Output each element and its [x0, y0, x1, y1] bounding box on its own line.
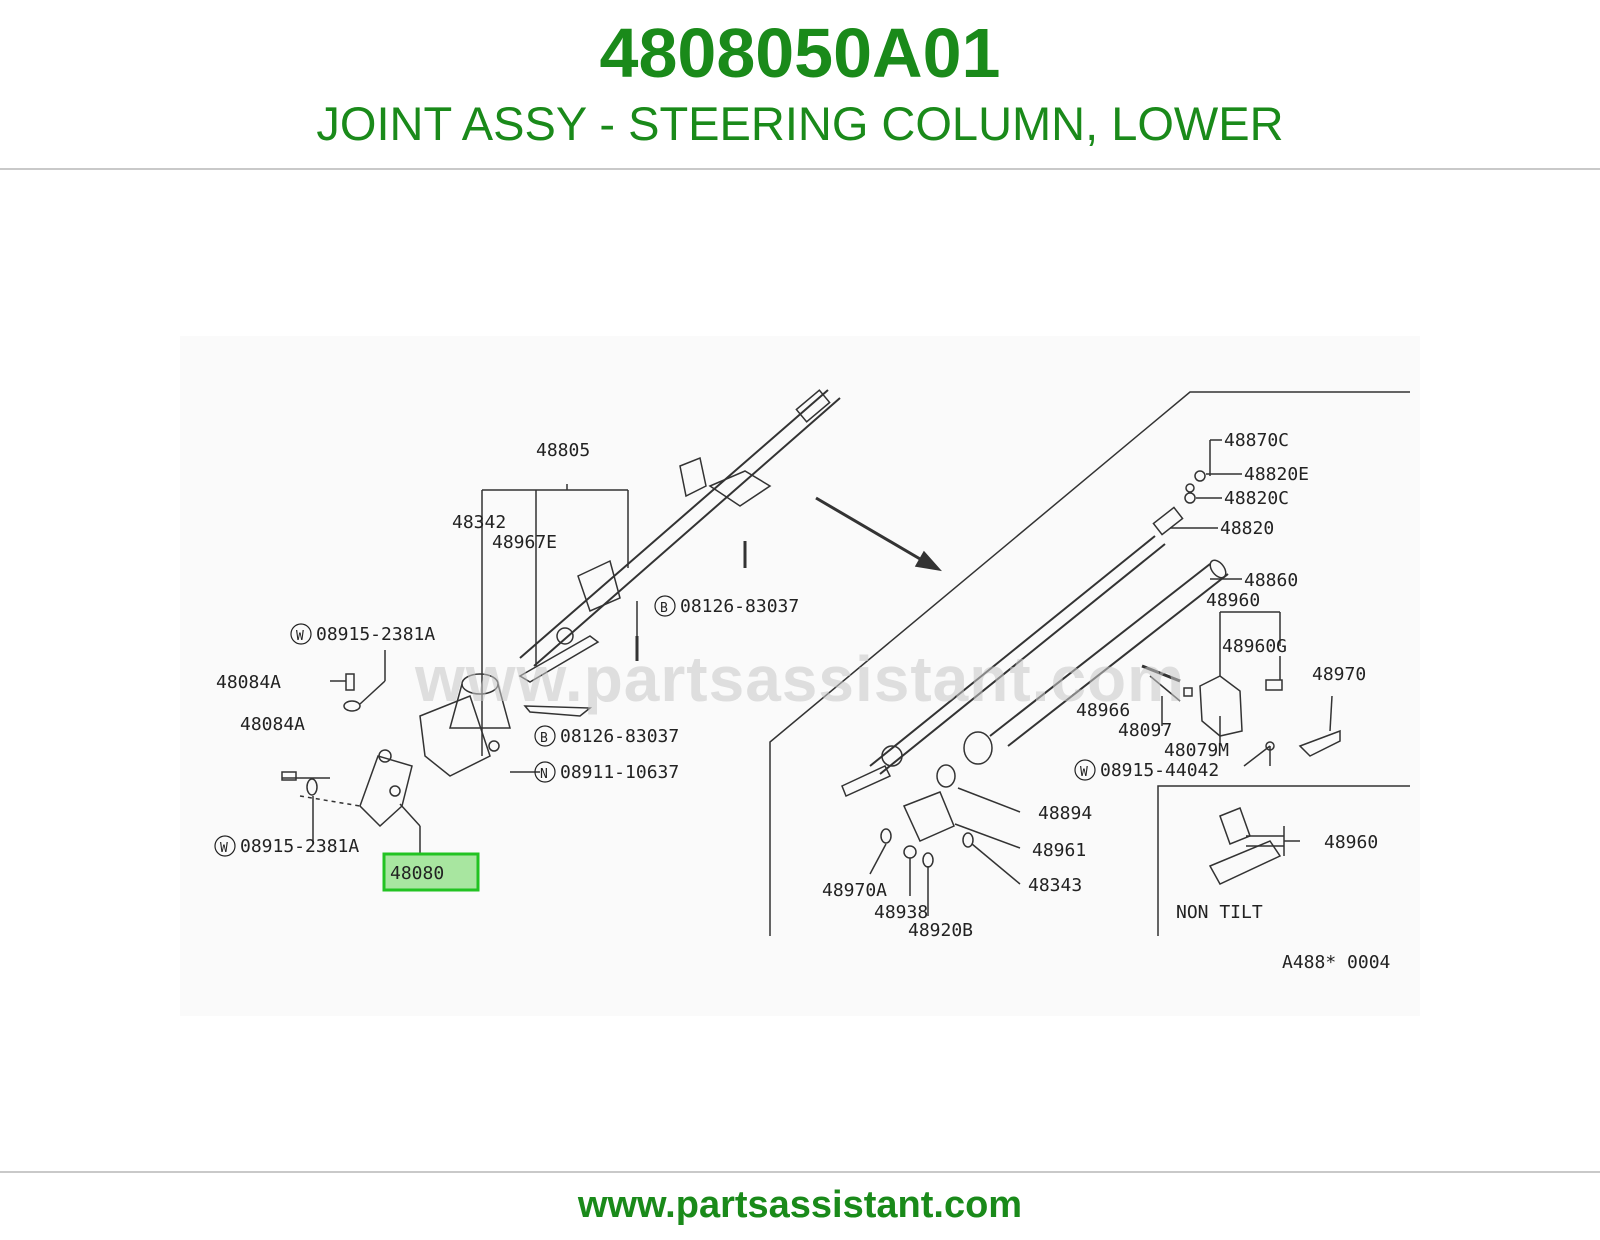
diagram-linework [281, 389, 1410, 936]
label-48860[interactable]: 48860 [1244, 570, 1298, 591]
bolt-48084A-top [345, 673, 355, 691]
non-tilt-panel-border [1157, 785, 1410, 936]
label-08126-83037-top[interactable]: 08126-83037 [680, 596, 799, 617]
label-48820E[interactable]: 48820E [1244, 464, 1309, 485]
bracket-48961 [902, 791, 955, 842]
label-48894[interactable]: 48894 [1038, 803, 1092, 824]
label-08915-2381A-top[interactable]: 08915-2381A [316, 624, 435, 645]
shaft-fork [841, 765, 892, 798]
washer-w-prefix: W [220, 841, 228, 856]
prefix-circle [214, 835, 236, 857]
label-48097[interactable]: 48097 [1118, 720, 1172, 741]
drawing-code: A488* 0004 [1282, 952, 1390, 973]
nut-48970A [880, 828, 892, 844]
diagram-background [180, 336, 1420, 1016]
label-48084A-bottom[interactable]: 48084A [240, 714, 305, 735]
prefix-circle [1074, 759, 1096, 781]
bolt-b-prefix: B [540, 731, 548, 746]
bushing-48343 [962, 832, 974, 848]
ring-48820E [1194, 470, 1206, 482]
boot-flange [419, 695, 491, 777]
footer-url-link[interactable]: www.partsassistant.com [577, 1184, 1023, 1226]
label-08915-2381A-bottom[interactable]: 08915-2381A [240, 836, 359, 857]
part-name-subtitle: JOINT ASSY - STEERING COLUMN, LOWER [316, 97, 1284, 150]
label-48970A[interactable]: 48970A [822, 880, 887, 901]
bolt-48084A-bottom [281, 771, 297, 781]
label-48342[interactable]: 48342 [452, 512, 506, 533]
bracket-48970 [1298, 729, 1341, 757]
label-08915-44042[interactable]: 08915-44042 [1100, 760, 1219, 781]
parts-diagram: 48805 48342 48967E B 08126-83037 B 08126… [180, 336, 1420, 1016]
label-48960[interactable]: 48960 [1206, 590, 1260, 611]
bolt-48966 [1141, 664, 1181, 683]
prefix-circle [534, 725, 556, 747]
label-48870C[interactable]: 48870C [1224, 430, 1289, 451]
label-48820C[interactable]: 48820C [1224, 488, 1289, 509]
lower-bracket [577, 559, 621, 613]
label-48966[interactable]: 48966 [1076, 700, 1130, 721]
lever [518, 635, 600, 683]
non-tilt-label: NON TILT [1176, 902, 1263, 923]
label-08911-10637[interactable]: 08911-10637 [560, 762, 679, 783]
hook-lever [523, 705, 593, 717]
label-48820[interactable]: 48820 [1220, 518, 1274, 539]
tilt-bracket [708, 470, 772, 507]
prefix-circle [654, 595, 676, 617]
joint-yoke [556, 627, 574, 645]
non-tilt-shaft [1208, 840, 1282, 885]
part-number-title: 4808050A01 [599, 14, 1001, 92]
label-48080[interactable]: 48080 [390, 863, 444, 884]
label-48938[interactable]: 48938 [874, 902, 928, 923]
highlighted-part-box[interactable] [382, 852, 480, 892]
label-08126-83037-mid[interactable]: 08126-83037 [560, 726, 679, 747]
direction-arrow-head [914, 550, 942, 572]
label-48961[interactable]: 48961 [1032, 840, 1086, 861]
label-48079M[interactable]: 48079M [1164, 740, 1229, 761]
washer-top [343, 700, 361, 712]
washer-48870C [1185, 483, 1195, 493]
label-48805[interactable]: 48805 [536, 440, 590, 461]
label-48343[interactable]: 48343 [1028, 875, 1082, 896]
washer-bottom [306, 778, 318, 796]
jacket-bearing [963, 731, 993, 765]
nut-n [488, 740, 500, 752]
label-48970[interactable]: 48970 [1312, 664, 1366, 685]
header-divider [0, 168, 1600, 170]
clip-48960G [1265, 679, 1283, 691]
bushing-48894 [936, 764, 956, 788]
column-top-shaft [795, 389, 831, 423]
detail-panel-border [769, 391, 1410, 936]
upper-bracket [679, 456, 707, 498]
label-48920B[interactable]: 48920B [908, 920, 973, 941]
label-48960-non-tilt[interactable]: 48960 [1324, 832, 1378, 853]
prefix-circle [290, 623, 312, 645]
bolt-b-prefix: B [660, 601, 668, 616]
shaft-joint [881, 745, 903, 767]
washer-48097 [1183, 687, 1193, 697]
footer-divider [0, 1171, 1600, 1173]
washer-48820C [1184, 492, 1196, 504]
label-48960G[interactable]: 48960G [1222, 636, 1287, 657]
lower-joint-assy [359, 755, 413, 828]
nut-n-prefix: N [540, 767, 548, 782]
prefix-circle [534, 761, 556, 783]
label-48084A-top[interactable]: 48084A [216, 672, 281, 693]
washer-w-prefix: W [1080, 765, 1088, 780]
shaft-48820-end [1152, 506, 1184, 536]
label-48967E[interactable]: 48967E [492, 532, 557, 553]
washer-w-prefix: W [296, 629, 304, 644]
